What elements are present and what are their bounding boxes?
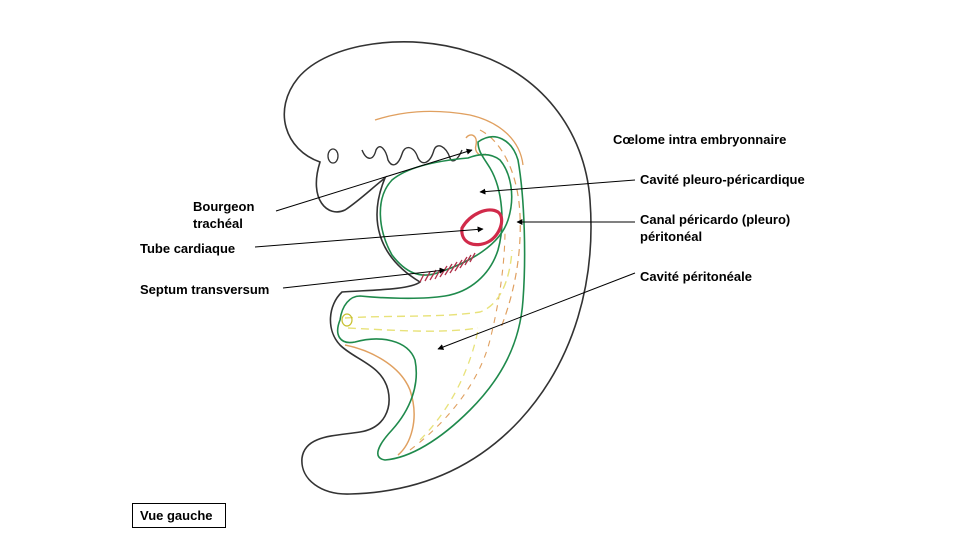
coelom-canal-wall [336, 136, 526, 461]
pointer-peritoneale [437, 272, 636, 350]
embryo-outline [283, 41, 592, 495]
view-label-box: Vue gauche [132, 503, 226, 528]
label-septum-transversum: Septum transversum [140, 282, 270, 297]
pointer-septum [282, 267, 446, 289]
yolk-circle [341, 313, 353, 327]
pharyngeal-arches [361, 145, 463, 166]
yolk-dashed-3 [419, 329, 479, 441]
heart-tube [460, 208, 504, 247]
label-bourgeon-line2: trachéal [193, 216, 243, 231]
yolk-dashed-1 [344, 249, 513, 319]
septum-transversum-hatching [419, 252, 476, 283]
tail-orange-line [344, 344, 415, 456]
label-bourgeon-tracheal: Bourgeon trachéal [193, 198, 254, 232]
pointer-pleuro-pericardique [479, 179, 636, 195]
pointer-tube [254, 226, 484, 248]
eye-circle [327, 148, 339, 164]
label-bourgeon-line1: Bourgeon [193, 199, 255, 214]
label-coelome: Cœlome intra embryonnaire [613, 132, 787, 147]
dorsal-orange-line [374, 110, 524, 166]
label-cavite-pleuro-pericardique: Cavité pleuro-péricardique [640, 172, 805, 187]
tail-orange-dashed [409, 229, 506, 451]
dorsal-orange-dashed [479, 129, 521, 331]
yolk-dashed-2 [347, 327, 479, 332]
label-tube-cardiaque: Tube cardiaque [140, 241, 236, 256]
label-canal-line1: Canal péricardo (pleuro) [640, 212, 791, 227]
label-canal-pericardo-peritoneal: Canal péricardo (pleuro) péritonéal [640, 211, 790, 245]
trachea-bud [465, 134, 487, 156]
pointer-bourgeon [275, 148, 473, 212]
label-canal-line2: péritonéal [640, 229, 703, 244]
label-cavite-peritoneale: Cavité péritonéale [640, 269, 752, 284]
